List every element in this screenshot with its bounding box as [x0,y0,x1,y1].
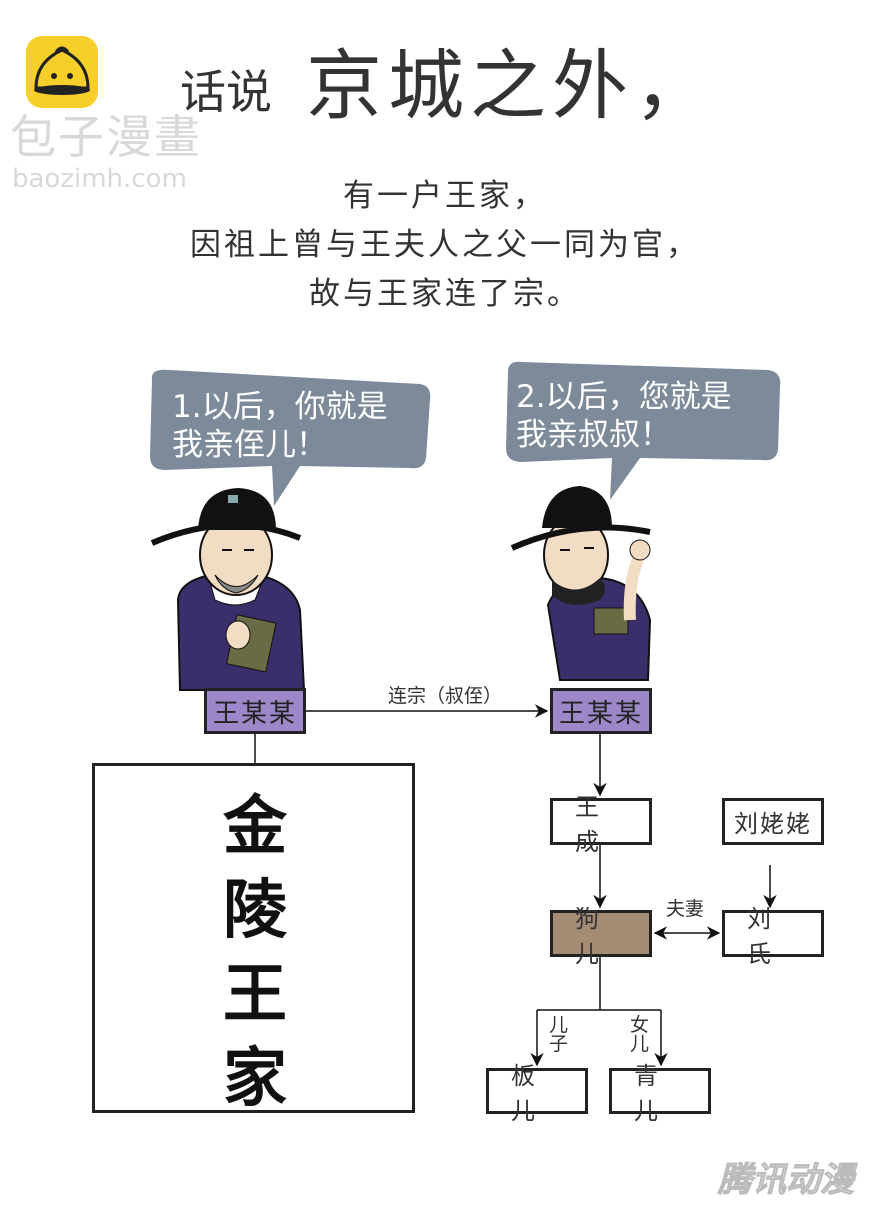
bubble-1-line-1: 1.以后，你就是 [172,389,388,425]
bun-icon [34,46,90,95]
node-wang-cheng: 王成 [550,793,652,856]
speech-bubble-1-shape [150,369,431,506]
narration-line-2: 因祖上曾与王夫人之父一同为官， [190,227,700,263]
node-wang-right: 王某某 [550,688,652,734]
bubble-1-line-2: 我亲侄儿！ [172,427,327,463]
bubble-2-line-1: 2.以后，您就是 [516,379,732,415]
node-wang-left: 王某某 [204,688,306,734]
tencent-watermark: 腾讯动漫 [718,1160,855,1201]
node-qing-er: 青儿 [609,1062,711,1125]
title-prefix: 话说 [180,65,272,119]
jinling-wang-box [92,763,415,1113]
page-title: 京城之外， [306,41,716,130]
bubble-2-line-2: 我亲叔叔！ [516,417,671,453]
node-gou-er: 狗儿 [550,905,652,968]
link-label: 连宗（叔侄） [388,685,503,707]
node-liu-shi: 刘氏 [722,905,824,968]
narration-line-3: 故与王家连了宗。 [309,276,581,312]
son-label: 儿子 [549,1014,569,1055]
uncle-character [150,488,306,691]
comic-illustration [150,361,781,691]
jinling-wang-label: 金陵王家 [195,785,315,1121]
watermark-name: 包子漫畫 [10,110,202,164]
speech-bubble-2-shape [506,361,781,500]
speech-bubble-2: 2.以后，您就是 我亲叔叔！ [516,378,732,454]
watermark-url: baozimh.com [12,164,187,194]
spouse-label: 夫妻 [666,898,705,920]
speech-bubble-1: 1.以后，你就是 我亲侄儿！ [172,388,388,464]
node-ban-er: 板儿 [486,1062,588,1125]
jinling-wang-text: 金陵王家 [223,789,287,1116]
nephew-character [510,486,652,681]
daughter-label: 女儿 [630,1014,650,1055]
baozi-logo [26,36,98,108]
narration-line-1: 有一户王家， [343,178,547,214]
node-liu-laolao: 刘姥姥 [722,798,824,845]
